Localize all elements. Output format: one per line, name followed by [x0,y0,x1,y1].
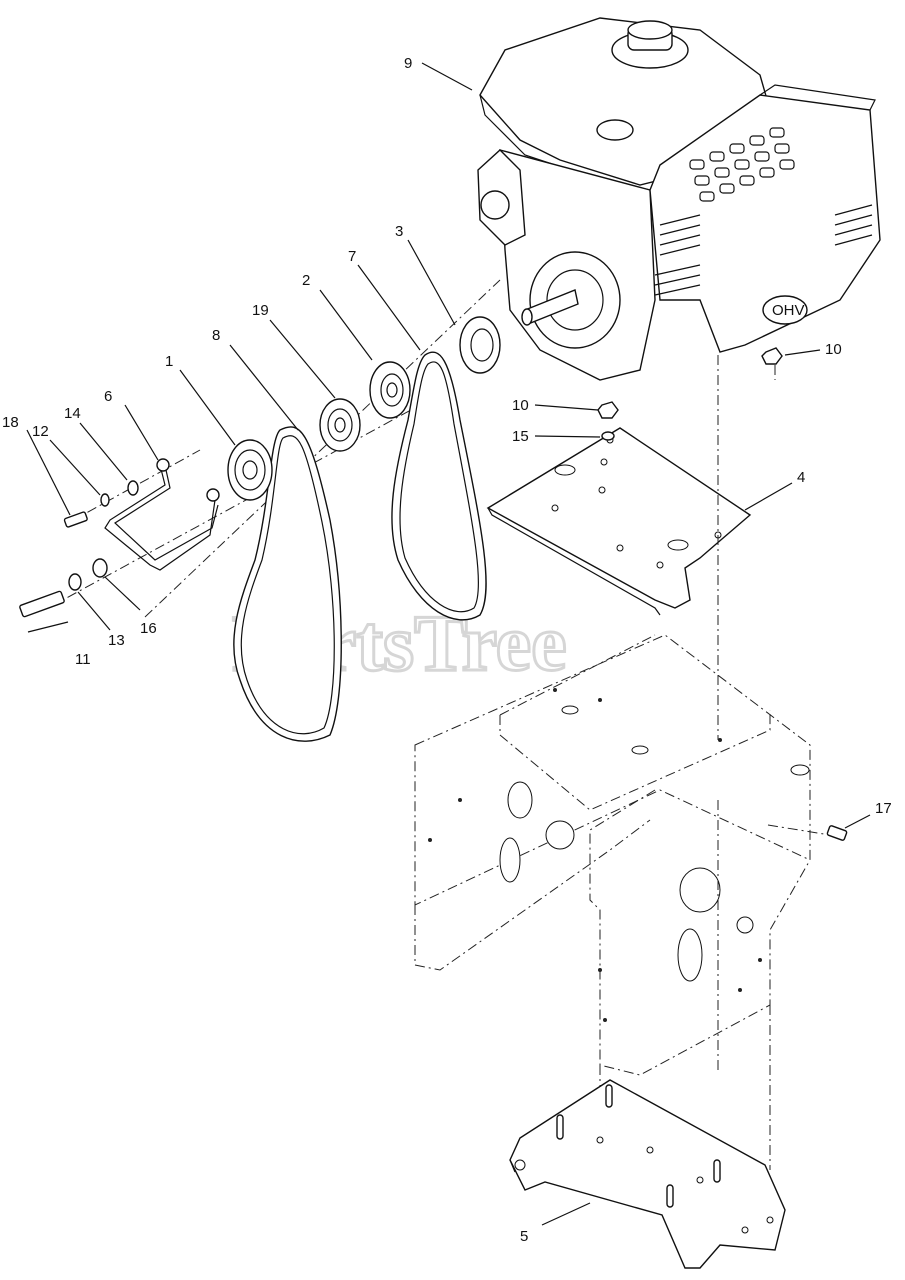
callout-4: 4 [797,469,805,486]
callout-16: 16 [140,620,157,637]
callout-15: 15 [512,428,529,445]
pulley-3 [459,316,501,374]
callout-2: 2 [302,272,310,289]
leader-lines [26,62,871,1226]
callout-8: 8 [212,327,220,344]
belt-7 [391,351,487,621]
assembly-lines [49,279,831,1070]
callout-10-lower: 10 [512,397,529,414]
callout-11: 11 [75,651,91,668]
belt-8 [233,426,342,742]
callout-6: 6 [104,388,112,405]
callout-3: 3 [395,223,403,240]
mount-plate [486,427,752,616]
callout-1: 1 [165,353,173,370]
callout-labels: 9 3 7 2 19 8 1 6 14 12 18 11 13 16 10 15… [2,55,892,1245]
pulley-1 [227,439,273,501]
callout-12: 12 [32,423,49,440]
callout-18: 18 [2,414,19,431]
belt-guide-6 [104,458,220,571]
callout-7: 7 [348,248,356,265]
callout-19: 19 [252,302,269,319]
chassis-frame [414,634,811,1170]
callout-13: 13 [108,632,125,649]
pulley-2 [369,361,411,419]
base-plate [509,1079,786,1269]
callout-14: 14 [64,405,81,422]
engine-badge: OHV [772,302,805,319]
pulley-19 [319,398,361,452]
engine: OHV [477,17,881,381]
hardware [19,347,848,841]
callout-5: 5 [520,1228,528,1245]
callout-9: 9 [404,55,412,72]
callout-10-upper: 10 [825,341,842,358]
callout-17: 17 [875,800,892,817]
